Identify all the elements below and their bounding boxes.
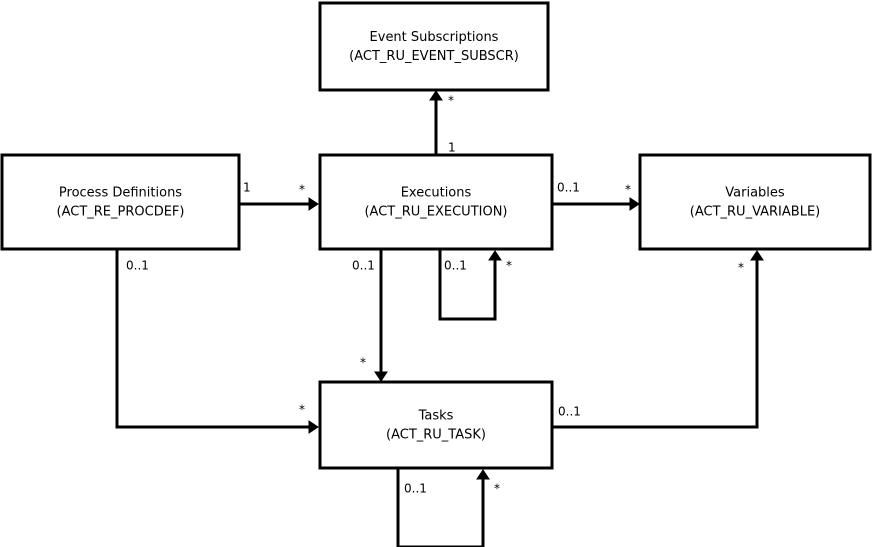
entity-table-name: (ACT_RU_TASK) [386,428,486,443]
arrowhead-icon [476,469,490,480]
entity-box[interactable] [318,1,550,92]
arrowhead-icon [374,371,388,382]
relationship-line [396,468,485,547]
entity-table-name: (ACT_RE_PROCDEF) [57,205,185,220]
entity-title: Process Definitions [59,186,182,201]
relationship-tasks-to-variables: 0..1 * [552,250,764,429]
entity-title: Tasks [418,409,454,424]
entity-box[interactable] [638,153,872,251]
entity-box[interactable] [0,153,241,251]
entity-variables[interactable]: Variables (ACT_RU_VARIABLE) [638,153,872,251]
entity-tasks[interactable]: Tasks (ACT_RU_TASK) [318,380,554,470]
target-multiplicity-label: * [494,482,500,496]
source-multiplicity-label: 1 [448,141,456,155]
target-multiplicity-label: * [299,183,305,197]
entities-layer: Event Subscriptions (ACT_RU_EVENT_SUBSCR)… [0,1,872,470]
target-multiplicity-label: * [360,356,366,370]
source-multiplicity-label: 0..1 [404,482,427,496]
arrowhead-icon [750,250,764,261]
target-multiplicity-label: * [506,259,512,273]
source-multiplicity-label: 0..1 [444,259,467,273]
source-multiplicity-label: 0..1 [558,405,581,419]
entity-process-definitions[interactable]: Process Definitions (ACT_RE_PROCDEF) [0,153,241,251]
entity-event-subscriptions[interactable]: Event Subscriptions (ACT_RU_EVENT_SUBSCR) [318,1,550,92]
relationship-line [438,249,497,321]
relationships-layer: 1*0..1*1*0..1*0..1*0..1*0..1*0..1* [115,90,764,547]
entity-executions[interactable]: Executions (ACT_RU_EXECUTION) [318,153,554,251]
target-multiplicity-label: * [738,261,744,275]
entity-box[interactable] [318,380,554,470]
relationship-line [552,256,759,429]
relationship-tasks-self-loop: 0..1 * [396,468,500,547]
arrowhead-icon [429,90,443,101]
relationship-execution-self-loop: 0..1 * [438,249,512,321]
arrowhead-icon [308,420,319,434]
source-multiplicity-label: 1 [243,181,251,195]
entity-table-name: (ACT_RU_VARIABLE) [690,205,820,220]
arrowhead-icon [629,197,640,211]
arrowhead-icon [488,250,502,261]
entity-title: Executions [401,186,472,201]
relationship-execution-to-event-subscriptions: 1* [429,90,456,155]
entity-title: Event Subscriptions [370,30,499,45]
relationship-execution-to-variables: 0..1 * [552,181,640,211]
entity-title: Variables [725,186,785,201]
source-multiplicity-label: 0..1 [352,259,375,273]
relationship-execution-to-tasks: 0..1 * [352,249,388,382]
arrowhead-icon [308,197,319,211]
relationship-procdef-to-execution: 1* [239,181,319,211]
entity-table-name: (ACT_RU_EXECUTION) [364,205,507,220]
relationship-line [115,249,315,429]
source-multiplicity-label: 0..1 [126,259,149,273]
target-multiplicity-label: * [299,403,305,417]
target-multiplicity-label: * [448,94,454,108]
source-multiplicity-label: 0..1 [557,181,580,195]
entity-table-name: (ACT_RU_EVENT_SUBSCR) [349,49,519,64]
target-multiplicity-label: * [625,183,631,197]
relationship-procdef-to-tasks: 0..1 * [115,249,319,434]
entity-box[interactable] [318,153,554,251]
